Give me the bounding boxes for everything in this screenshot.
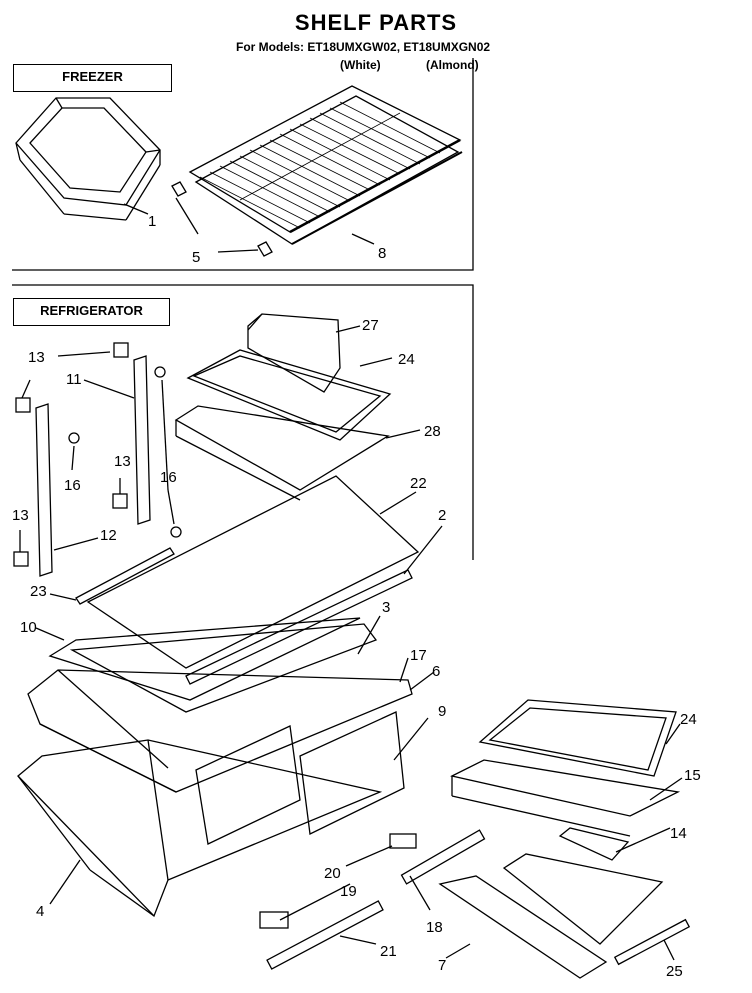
rail-bracket-left-bottom <box>13 551 29 567</box>
callout-19: 19 <box>340 883 357 900</box>
freezer-frame <box>12 58 474 271</box>
callout-10: 10 <box>20 619 37 636</box>
callout-13-mid: 13 <box>114 453 131 470</box>
rail-bracket-left-top <box>15 397 31 413</box>
rail-bracket-mid <box>112 493 128 509</box>
callout-27: 27 <box>362 317 379 334</box>
meat-pan-frame <box>450 759 681 837</box>
freezer-wire-shelf <box>188 85 463 245</box>
callout-14: 14 <box>670 825 687 842</box>
large-glass-shelf <box>86 475 420 669</box>
callout-24-upper: 24 <box>398 351 415 368</box>
meat-pan-drawer <box>502 853 664 945</box>
callout-1: 1 <box>148 213 156 230</box>
crisper-drawer-left <box>195 725 301 845</box>
slide-clip-20 <box>389 833 417 849</box>
shelf-clip-lower <box>257 241 273 257</box>
callout-22: 22 <box>410 475 427 492</box>
callout-17: 17 <box>410 647 427 664</box>
callout-23: 23 <box>30 583 47 600</box>
shelf-clip-upper <box>171 181 187 197</box>
rail-trim <box>75 547 175 605</box>
callout-4: 4 <box>36 903 44 920</box>
shelf-front-trim <box>185 569 413 685</box>
shelf-rail-left <box>35 403 53 577</box>
callout-21: 21 <box>380 943 397 960</box>
slide-rail-25 <box>613 918 691 966</box>
refrigerator-frame <box>12 284 474 560</box>
snack-pan-bin <box>247 313 341 393</box>
meat-pan-slide <box>438 875 608 979</box>
callout-15: 15 <box>684 767 701 784</box>
variant-white: (White) <box>340 58 381 72</box>
crisper-pan <box>17 739 383 918</box>
freezer-section-label: FREEZER <box>13 64 172 92</box>
callout-2: 2 <box>438 507 446 524</box>
callout-25: 25 <box>666 963 683 980</box>
refrigerator-section-label: REFRIGERATOR <box>13 298 170 326</box>
shelf-rail-right <box>133 355 151 525</box>
screw-upper <box>154 366 166 378</box>
meat-pan-cover <box>478 699 677 777</box>
deli-drawer-small <box>558 827 630 861</box>
callout-8: 8 <box>378 245 386 262</box>
upper-shelf-frame <box>174 405 390 501</box>
upper-glass-shelf <box>186 349 392 441</box>
callout-3: 3 <box>382 599 390 616</box>
callout-13-bottom: 13 <box>12 507 29 524</box>
callout-9: 9 <box>438 703 446 720</box>
callout-24-right: 24 <box>680 711 697 728</box>
callout-20: 20 <box>324 865 341 882</box>
callout-12: 12 <box>100 527 117 544</box>
screw-left <box>68 432 80 444</box>
callout-28: 28 <box>424 423 441 440</box>
page-title: SHELF PARTS <box>294 10 458 35</box>
crisper-drawer-right <box>299 711 405 835</box>
callout-6: 6 <box>432 663 440 680</box>
slide-clip-19 <box>259 911 289 929</box>
callout-5: 5 <box>192 249 200 266</box>
callout-16-right: 16 <box>160 469 177 486</box>
freezer-bin <box>15 97 161 221</box>
callout-18: 18 <box>426 919 443 936</box>
slide-rail-21 <box>266 900 384 970</box>
callout-7: 7 <box>438 957 446 974</box>
crisper-glass-cover <box>48 617 378 713</box>
callout-11: 11 <box>66 371 82 388</box>
rail-bracket-top <box>113 342 129 358</box>
callout-16-left: 16 <box>64 477 81 494</box>
models-line: For Models: ET18UMXGW02, ET18UMXGN02 <box>236 40 491 54</box>
screw-lower <box>170 526 182 538</box>
variant-almond: (Almond) <box>426 58 479 72</box>
callout-13-top: 13 <box>28 349 45 366</box>
slide-rail-18 <box>400 829 486 885</box>
